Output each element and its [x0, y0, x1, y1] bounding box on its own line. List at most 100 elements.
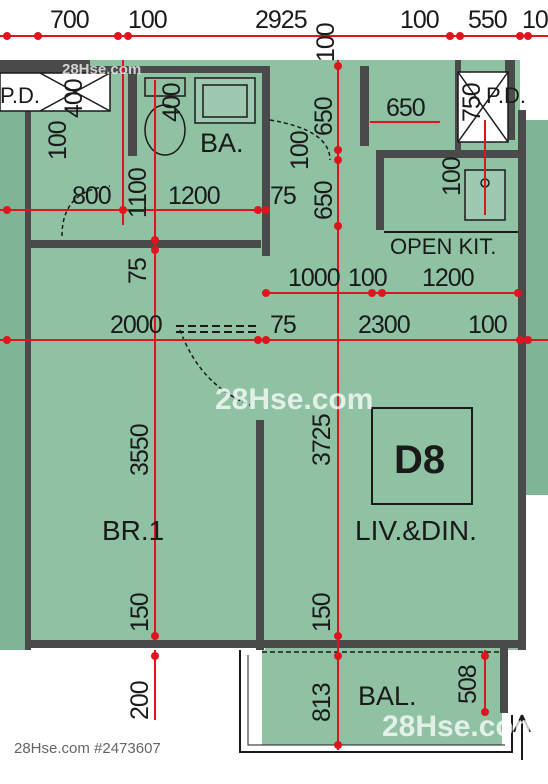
dim-w-75: 75 — [270, 311, 297, 339]
bal-border — [239, 650, 513, 753]
tick — [254, 206, 262, 214]
tick — [151, 236, 159, 244]
room-label-pd-right: P.D. — [486, 83, 526, 108]
door-swing-hall — [61, 185, 111, 237]
dim-row-1200: 1200 — [168, 182, 221, 210]
dim-br-150: 150 — [126, 593, 154, 632]
wall-bal-right — [500, 648, 508, 713]
tick — [3, 336, 11, 344]
image-credit: 28Hse.com #2473607 — [14, 740, 161, 757]
room-label-living-dining: LIV.&DIN. — [355, 515, 477, 546]
tick — [334, 222, 342, 230]
watermark-bottom: 28Hse.com — [382, 710, 541, 743]
dim-mid-1000: 1000 — [288, 264, 341, 292]
wall-pd-top — [0, 60, 90, 66]
tick — [524, 32, 532, 40]
dim-liv-3725: 3725 — [308, 414, 336, 466]
tick — [516, 336, 524, 344]
dim-top-700: 700 — [50, 6, 90, 34]
tick — [524, 336, 532, 344]
dim-ba-100: 100 — [44, 121, 72, 160]
pd-left-x2 — [39, 72, 111, 112]
dim-mid-1200: 1200 — [422, 264, 475, 292]
wall-ba-right — [262, 66, 270, 256]
tick — [481, 652, 489, 660]
room-label-bedroom: BR.1 — [102, 515, 165, 546]
dim-mid-100: 100 — [348, 264, 388, 292]
wall-hall — [25, 110, 31, 650]
tick — [334, 146, 342, 154]
tick — [262, 206, 270, 214]
wall-kit-mid — [376, 150, 526, 158]
tick — [514, 289, 522, 297]
tick — [334, 62, 342, 70]
dim-bal-813: 813 — [308, 683, 336, 722]
dim-w-100: 100 — [468, 311, 508, 339]
wall-kit-vert — [376, 150, 384, 230]
tick — [124, 32, 132, 40]
dim-br-75: 75 — [124, 258, 152, 284]
dim-top-100a: 100 — [128, 6, 168, 34]
dim-top-2925: 2925 — [255, 6, 308, 34]
wall-kit-top — [360, 66, 369, 146]
tick — [254, 336, 262, 344]
watermark-center: 28Hse.com — [215, 383, 374, 416]
dim-br-3550: 3550 — [126, 424, 154, 476]
dim-ba-400a: 400 — [60, 79, 88, 118]
room-label-bathroom: BA. — [200, 128, 244, 158]
upper-left-floor — [0, 60, 265, 645]
dim-top-10: 10 — [522, 6, 548, 34]
door-swing-br — [179, 329, 251, 406]
tick — [262, 336, 270, 344]
tick — [151, 632, 159, 640]
left-strip — [0, 110, 25, 650]
dim-row-75: 75 — [270, 182, 297, 210]
fixtures — [0, 71, 531, 760]
tick — [481, 708, 489, 716]
dim-ba-400b: 400 — [158, 83, 186, 122]
tick — [114, 32, 122, 40]
tick — [516, 32, 524, 40]
tick — [151, 246, 159, 254]
tick — [456, 32, 464, 40]
unit-code: D8 — [394, 438, 446, 482]
room-label-pd-left: P.D. — [0, 83, 40, 108]
pd-left-box — [0, 72, 111, 112]
toilet-tank — [144, 77, 186, 97]
door-swing-ba — [269, 119, 331, 161]
tick — [3, 206, 11, 214]
wall-bottom — [25, 640, 520, 648]
watermark-top: 28Hse.com — [62, 61, 142, 78]
wall-ba-left — [128, 66, 137, 156]
tick — [334, 741, 342, 749]
balcony-floor — [262, 650, 502, 745]
dim-v-650a: 650 — [310, 97, 338, 136]
basin-inner — [202, 84, 248, 118]
toilet — [144, 104, 186, 156]
tick — [334, 156, 342, 164]
tick — [119, 206, 127, 214]
bal-border-inner — [247, 655, 505, 746]
unit-code-box — [371, 407, 473, 505]
dim-w-2000: 2000 — [110, 311, 163, 339]
room-label-balcony: BAL. — [358, 681, 417, 711]
dim-top-100b: 100 — [400, 6, 440, 34]
pd-right-x2 — [457, 71, 509, 143]
tick — [368, 289, 376, 297]
dim-v-100top: 100 — [312, 23, 340, 62]
tick — [334, 632, 342, 640]
dim-top-550: 550 — [468, 6, 508, 34]
dim-bal-200: 200 — [126, 681, 154, 720]
tick — [34, 32, 42, 40]
balcony-arrow — [513, 714, 531, 760]
tick — [3, 32, 11, 40]
tick — [334, 652, 342, 660]
tick — [378, 289, 386, 297]
dim-kit-650: 650 — [386, 94, 426, 122]
walls — [0, 60, 526, 713]
living-floor — [265, 60, 520, 650]
wall-right — [518, 110, 526, 650]
dim-v-100: 100 — [286, 131, 314, 170]
dim-kit-100: 100 — [438, 157, 466, 196]
